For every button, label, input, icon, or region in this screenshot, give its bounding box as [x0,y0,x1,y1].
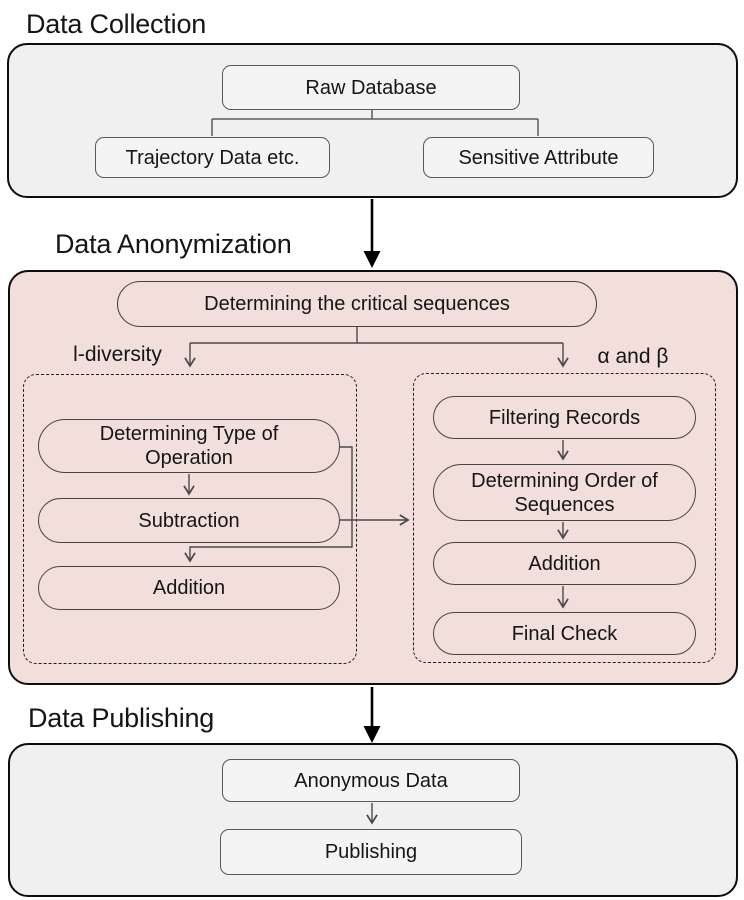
node-determining-order-of-sequences: Determining Order of Sequences [433,464,696,521]
arrow-collection-to-anonymization [363,199,381,268]
node-determining-type-of-operation: Determining Type of Operation [38,419,340,473]
node-anonymous-data: Anonymous Data [222,759,520,802]
branch-label-l-diversity: l-diversity [73,343,162,366]
node-subtraction: Subtraction [38,498,340,543]
alpha-beta-group-box [413,373,716,663]
node-addition-right: Addition [433,542,696,585]
arrow-anonymization-to-publishing [363,687,381,743]
section-title-data-anonymization: Data Anonymization [55,229,292,259]
l-diversity-group-box [23,374,357,664]
node-sensitive-attribute: Sensitive Attribute [423,137,654,178]
node-raw-database: Raw Database [222,65,520,110]
branch-label-alpha-beta: α and β [597,345,669,368]
node-publishing: Publishing [220,829,522,875]
section-title-data-publishing: Data Publishing [28,703,215,733]
node-determining-critical-sequences: Determining the critical sequences [117,281,597,327]
node-addition-left: Addition [38,566,340,610]
section-title-data-collection: Data Collection [26,9,207,39]
node-trajectory-data: Trajectory Data etc. [95,137,330,178]
node-final-check: Final Check [433,612,696,655]
node-filtering-records: Filtering Records [433,396,696,439]
